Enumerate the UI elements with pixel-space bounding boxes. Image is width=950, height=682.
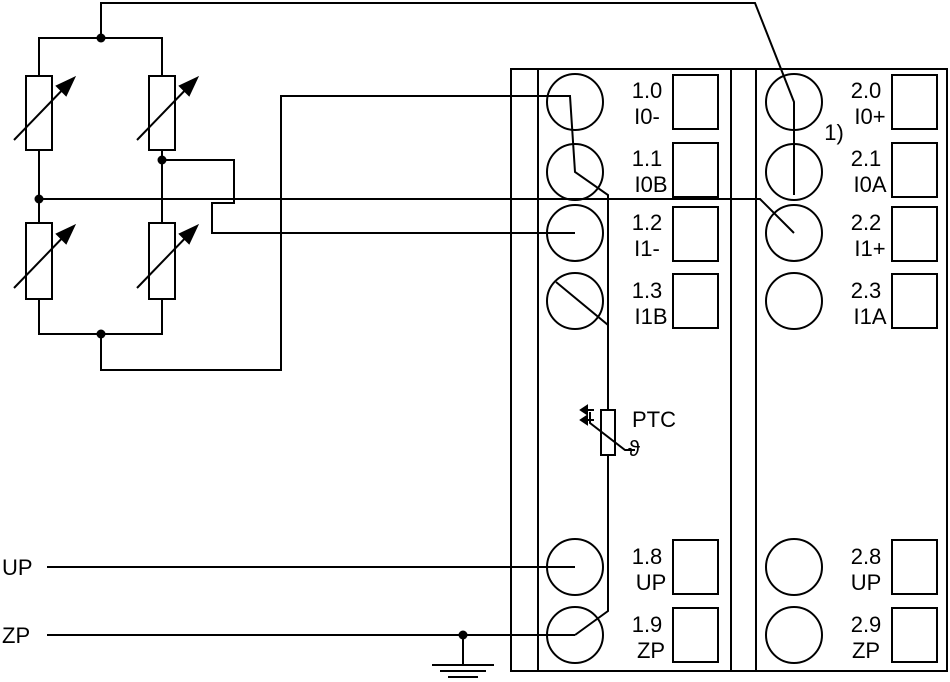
adjust-arrow — [13, 229, 71, 289]
terminal-signal-2-1: I0A — [853, 172, 886, 197]
terminal-number-1-9: 1.9 — [632, 612, 663, 637]
terminal-number-2-9: 2.9 — [851, 612, 882, 637]
label-box — [891, 607, 938, 663]
label-box — [891, 206, 938, 262]
arrowhead-icon — [579, 404, 588, 416]
terminal-number-1-1: 1.1 — [632, 146, 663, 171]
terminal-signal-2-3: I1A — [853, 304, 886, 329]
wire-to-terminal-2-0 — [100, 2, 795, 195]
terminal-circle-2-9[interactable] — [765, 606, 823, 664]
arrowhead-icon — [55, 75, 77, 97]
label-box — [672, 607, 719, 663]
supply-lines: UP ZP — [2, 555, 575, 648]
terminal-block — [510, 68, 948, 672]
terminal-signal-1-1: I0B — [634, 172, 667, 197]
terminal-number-2-1: 2.1 — [851, 146, 882, 171]
arrowhead-icon — [55, 223, 77, 245]
terminal-labels: 1.0 I0- 1.1 I0B 1.2 I1- 1.3 I1B 1.8 UP 1… — [632, 78, 887, 663]
wire-to-terminal-1-0 — [100, 95, 609, 410]
arrowhead-icon — [178, 75, 200, 97]
terminal-signal-1-0: I0- — [634, 104, 660, 129]
label-box — [672, 206, 719, 262]
terminal-number-1-8: 1.8 — [632, 544, 663, 569]
arrowhead-icon — [178, 223, 200, 245]
footnote-marker: 1) — [824, 120, 844, 145]
terminal-circle-2-2[interactable] — [765, 204, 823, 262]
label-box — [891, 539, 938, 595]
terminal-signal-1-8: UP — [636, 570, 667, 595]
terminal-signal-1-3: I1B — [634, 304, 667, 329]
wire-to-terminal-2-2 — [39, 198, 795, 234]
label-box — [672, 142, 719, 198]
terminal-block-outline — [510, 68, 948, 672]
terminal-circle-1-3[interactable] — [546, 272, 604, 330]
bridge-bottom-wire — [38, 299, 163, 335]
ptc-label: PTC — [632, 407, 676, 432]
terminal-number-1-2: 1.2 — [632, 210, 663, 235]
terminal-circle-2-8[interactable] — [765, 538, 823, 596]
arrowhead-icon — [579, 414, 588, 426]
wire-ptc-to-terminal-1-9 — [574, 455, 609, 636]
ptc-characteristic-line — [589, 412, 635, 451]
bridge-top-wire — [38, 37, 163, 76]
terminal-signal-1-2: I1- — [634, 236, 660, 261]
label-box — [891, 142, 938, 198]
terminal-number-2-8: 2.8 — [851, 544, 882, 569]
label-box — [891, 273, 938, 329]
terminal-signal-2-0: I0+ — [854, 104, 885, 129]
terminal-circle-1-0[interactable] — [546, 73, 604, 131]
terminal-number-2-0: 2.0 — [851, 78, 882, 103]
adjust-arrow — [136, 229, 194, 289]
terminal-number-1-0: 1.0 — [632, 78, 663, 103]
terminal-number-2-2: 2.2 — [851, 210, 882, 235]
label-box — [891, 74, 938, 130]
terminal-number-2-3: 2.3 — [851, 278, 882, 303]
adjust-arrow — [13, 81, 71, 141]
adjust-arrow — [136, 81, 194, 141]
temperature-symbol-icon: ϑ — [628, 436, 640, 461]
ptc-thermistor: PTC ϑ — [574, 404, 676, 636]
label-box — [672, 539, 719, 595]
ground-icon — [432, 630, 494, 678]
label-boxes — [672, 74, 938, 663]
terminal-circles — [546, 73, 823, 664]
terminal-signal-2-2: I1+ — [854, 236, 885, 261]
terminal-signal-1-9: ZP — [637, 638, 665, 663]
wire-to-terminal-1-3 — [555, 281, 609, 410]
up-label: UP — [2, 555, 33, 580]
terminal-number-1-3: 1.3 — [632, 278, 663, 303]
zp-label: ZP — [2, 623, 30, 648]
wire-to-terminal-1-2 — [162, 159, 575, 234]
terminal-circle-2-3[interactable] — [765, 272, 823, 330]
signal-wires — [39, 2, 795, 410]
resistor-bridge — [13, 33, 200, 339]
terminal-signal-2-9: ZP — [852, 638, 880, 663]
label-box — [672, 74, 719, 130]
terminal-signal-2-8: UP — [851, 570, 882, 595]
label-box — [672, 273, 719, 329]
